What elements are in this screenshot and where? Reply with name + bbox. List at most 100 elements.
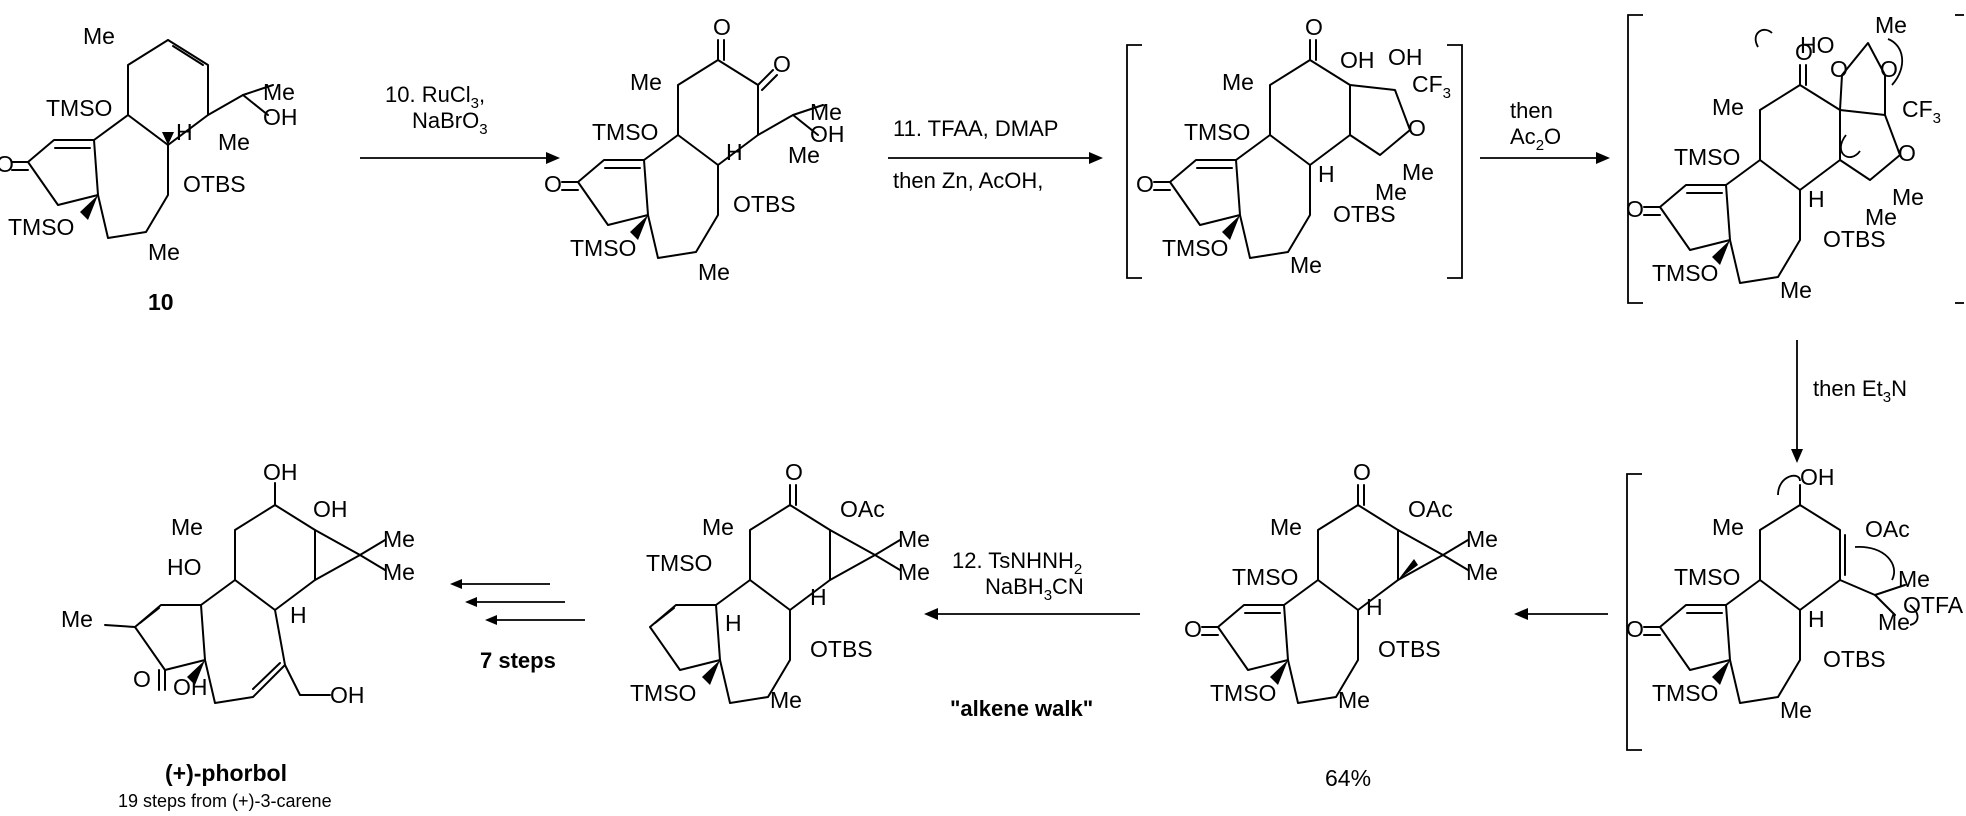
ketone-o: O [1184, 616, 1202, 642]
me-label: Me [1466, 526, 1498, 552]
tmso-label: TMSO [8, 214, 74, 240]
me-label: Me [1712, 514, 1744, 540]
svg-text:Ac2O: Ac2O [1510, 124, 1561, 154]
svg-text:12. TsNHNH2: 12. TsNHNH2 [952, 548, 1082, 578]
oac-label: OAc [1865, 516, 1910, 542]
tmso-label: TMSO [646, 550, 712, 576]
me-label: Me [630, 69, 662, 95]
carbonyl-o: O [1305, 14, 1323, 40]
oac-label: OAc [1408, 496, 1453, 522]
me-label: Me [1222, 69, 1254, 95]
reagent-tfaa: 11. TFAA, DMAP [893, 116, 1058, 141]
compound-number: 10 [148, 289, 174, 315]
ketone-o: O [544, 171, 562, 197]
svg-text:NaBH3CN: NaBH3CN [985, 574, 1084, 604]
step-cyclization-arrow [1514, 608, 1608, 620]
svg-text:then Et3N: then Et3N [1813, 376, 1907, 406]
me-label: Me [61, 606, 93, 632]
reagent-nabro3: NaBrO [412, 108, 479, 133]
otbs-label: OTBS [1378, 636, 1441, 662]
tmso-label: TMSO [630, 680, 696, 706]
me-label: Me [1865, 204, 1897, 230]
svg-text:10. RuCl3,: 10. RuCl3, [385, 82, 485, 112]
reagent-zn: then Zn, AcOH, [893, 168, 1043, 193]
oh-label: OH [1800, 464, 1835, 490]
h-label: H [810, 584, 827, 610]
step-final-arrows: 7 steps [450, 579, 585, 673]
h-label: H [290, 602, 307, 628]
tmso-label: TMSO [570, 235, 636, 261]
oh-label: OH [263, 459, 298, 485]
ketone-o: O [1626, 196, 1644, 222]
step-10-arrow: 10. RuCl3, NaBrO3 [360, 82, 560, 164]
cf3-label: CF [1412, 71, 1443, 97]
step-et3n-arrow: then Et3N [1791, 340, 1907, 463]
reagent-tsnhnh2: 12. TsNHNH [952, 548, 1074, 573]
seven-steps-label: 7 steps [480, 648, 556, 673]
hemiketal-intermediate: O O OH OH CF3 O Me TMSO TMSO H Me Me OTB… [1126, 14, 1463, 279]
tmso-label: TMSO [1184, 119, 1250, 145]
h-label: H [176, 119, 193, 145]
phorbol-product: OH OH Me HO Me Me Me H O OH OH [61, 459, 415, 708]
carbonyl-o: O [713, 14, 731, 40]
tmso-label: TMSO [1210, 680, 1276, 706]
me-label: Me [788, 142, 820, 168]
svg-text:CF3: CF3 [1412, 71, 1451, 102]
me-label: Me [148, 239, 180, 265]
me-label: Me [1878, 609, 1910, 635]
ring-o: O [1898, 140, 1916, 166]
me-label: Me [702, 514, 734, 540]
me-label: Me [898, 526, 930, 552]
h-label: H [1808, 186, 1825, 212]
svg-text:CF3: CF3 [1902, 96, 1941, 127]
alkene-walk-caption: "alkene walk" [950, 696, 1093, 721]
tmso-label: TMSO [1674, 564, 1740, 590]
oh-label: OH [1340, 47, 1375, 73]
me-label: Me [1780, 277, 1812, 303]
me-label: Me [810, 99, 842, 125]
step-11-arrow: 11. TFAA, DMAP then Zn, AcOH, [888, 116, 1103, 193]
oh-label: OH [1388, 44, 1423, 70]
alkene-product: O OAc Me TMSO TMSO Me Me H H OTBS Me [630, 459, 930, 713]
me-label: Me [263, 79, 295, 105]
step-ac2o-arrow: then Ac2O [1480, 98, 1610, 164]
reagent-rucl3: 10. RuCl [385, 82, 471, 107]
ho-label: HO [1800, 32, 1835, 58]
otfa-label: OTFA [1903, 592, 1964, 618]
tmso-label: TMSO [592, 119, 658, 145]
h-label: H [1808, 606, 1825, 632]
tmso-label: TMSO [1674, 144, 1740, 170]
oh-label: OH [313, 496, 348, 522]
tmso-label: TMSO [1652, 680, 1718, 706]
me-label: Me [770, 687, 802, 713]
otbs-label: OTBS [183, 171, 246, 197]
ring-o: O [1408, 115, 1426, 141]
reagent-nabh3cn: NaBH [985, 574, 1044, 599]
h-label: H [725, 610, 742, 636]
svg-text:NaBrO3: NaBrO3 [412, 108, 488, 138]
oh-label: OH [263, 104, 298, 130]
cyclopropane-product: O O OAc Me TMSO TMSO Me Me H OTBS Me [1184, 459, 1498, 713]
tmso-label: TMSO [1652, 260, 1718, 286]
me-label: Me [898, 559, 930, 585]
oac-label: OAc [840, 496, 885, 522]
acetal-o: O [1830, 56, 1848, 82]
me-label: Me [698, 259, 730, 285]
me-label: Me [1290, 252, 1322, 278]
me-label: Me [1892, 184, 1924, 210]
tmso-label: TMSO [1162, 235, 1228, 261]
me-label: Me [1780, 697, 1812, 723]
tmso-label: TMSO [46, 95, 112, 121]
me-label: Me [383, 559, 415, 585]
step-12-arrow: 12. TsNHNH2 NaBH3CN "alkene walk" [924, 548, 1140, 721]
me-label: Me [1375, 179, 1407, 205]
reagent-ac2o: Ac [1510, 124, 1536, 149]
oh-label: OH [173, 674, 208, 700]
carbonyl-o: O [1795, 39, 1813, 65]
me-label: Me [171, 514, 203, 540]
ketone-o: O [1626, 616, 1644, 642]
reagent-then: then [1510, 98, 1553, 123]
ho-label: HO [167, 554, 202, 580]
enol-intermediate: O OH OAc Me TMSO TMSO H Me Me OTFA OTBS … [1626, 464, 1964, 751]
